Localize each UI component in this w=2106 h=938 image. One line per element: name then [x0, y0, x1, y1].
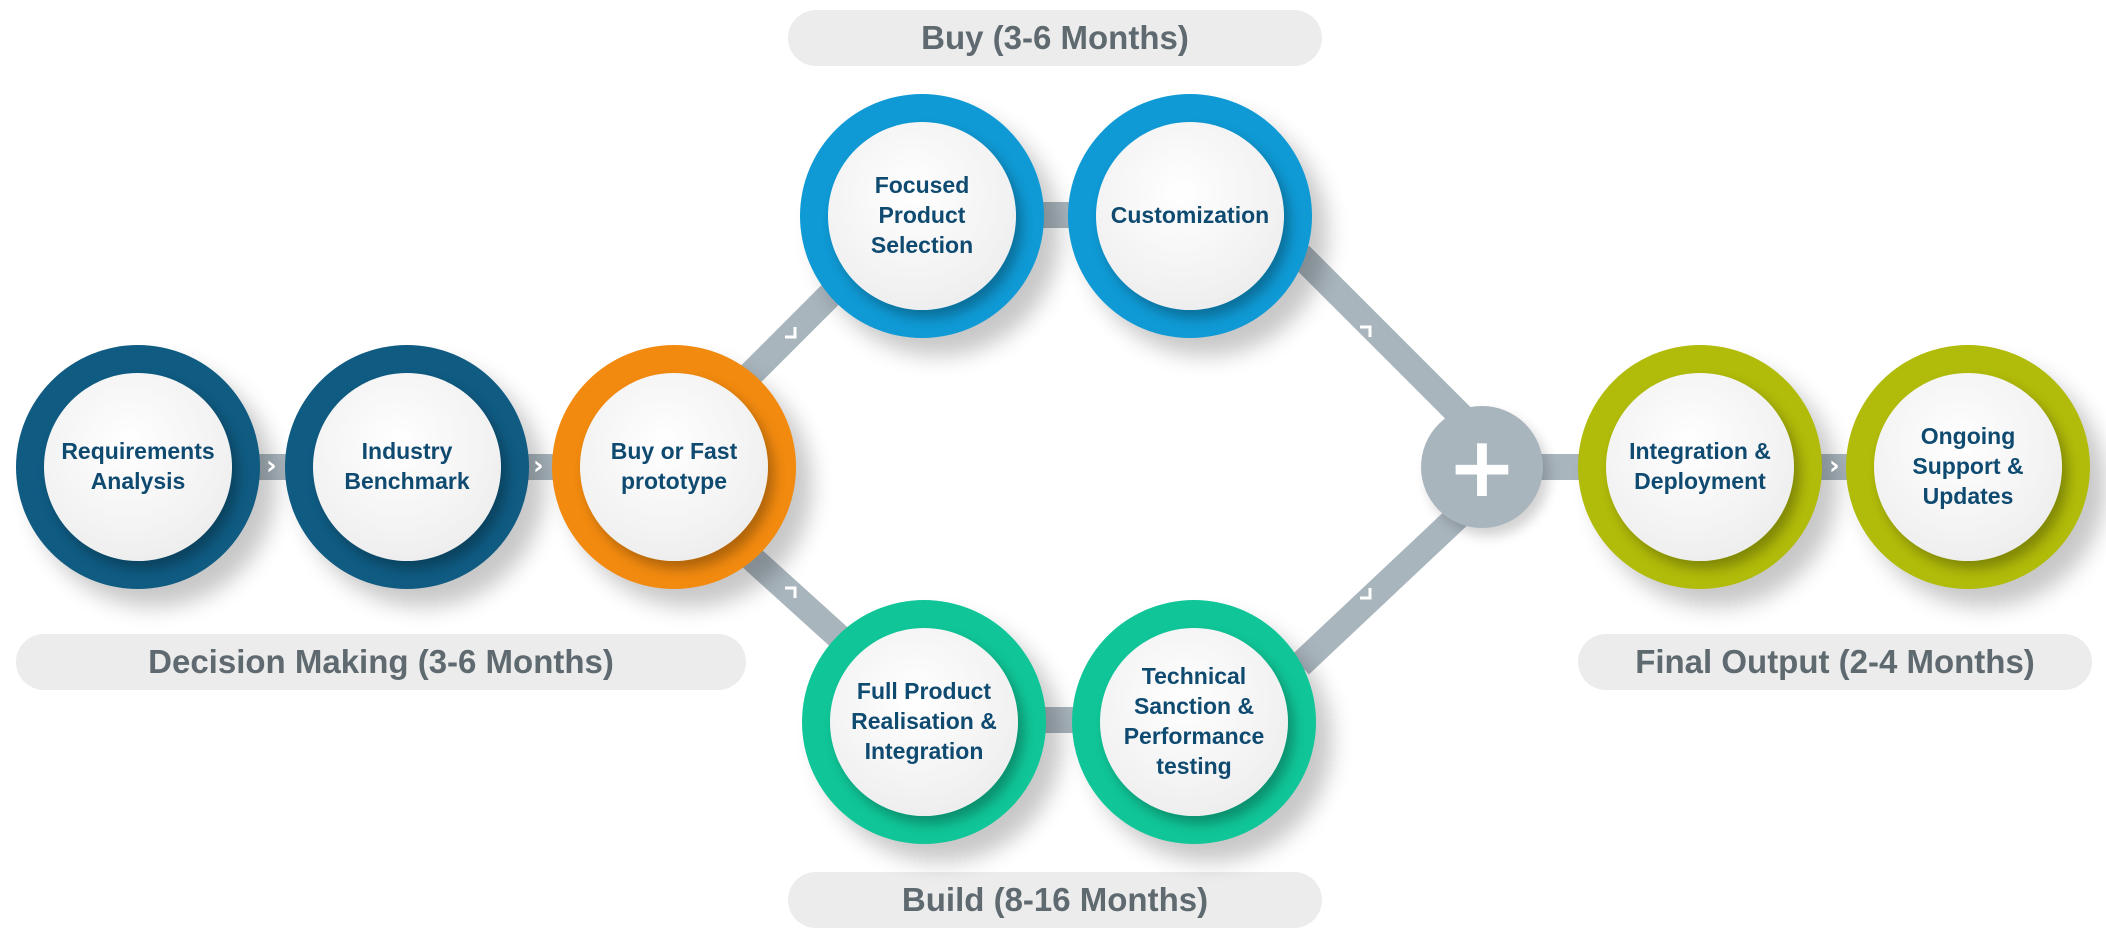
- connector-decision-build: [736, 542, 859, 657]
- connector-decision-buy: [735, 275, 850, 390]
- node-label: Technical Sanction & Performance testing: [1123, 663, 1265, 779]
- node-label: Industry Benchmark: [344, 438, 470, 494]
- chevron-right-icon: ›: [1829, 451, 1840, 481]
- chevron-right-icon: ›: [266, 451, 277, 481]
- node-requirements-analysis: Requirements Analysis: [16, 345, 260, 589]
- merge-node: +: [1421, 406, 1543, 528]
- chevron-right-icon: ›: [533, 451, 544, 481]
- connector-customization-merge: [1290, 245, 1480, 435]
- phase-label-decision: Decision Making (3-6 Months): [16, 634, 746, 690]
- corner-arrow-icon: [785, 586, 797, 598]
- node-label: Buy or Fast prototype: [610, 438, 738, 494]
- node-label: Full Product Realisation & Integration: [851, 678, 997, 764]
- node-label: Integration & Deployment: [1629, 438, 1771, 494]
- node-label: Customization: [1110, 202, 1270, 229]
- node-ongoing-support: Ongoing Support & Updates: [1846, 345, 2090, 589]
- node-technical-sanction: Technical Sanction & Performance testing: [1072, 600, 1316, 844]
- phase-label-final: Final Output (2-4 Months): [1578, 634, 2092, 690]
- node-label: Focused Product Selection: [870, 172, 974, 258]
- corner-arrow-icon: [785, 327, 797, 339]
- node-customization: Customization: [1068, 94, 1312, 338]
- node-integration-deployment: Integration & Deployment: [1578, 345, 1822, 589]
- node-industry-benchmark: Industry Benchmark: [285, 345, 529, 589]
- connector-sanction-merge: [1291, 495, 1479, 675]
- plus-icon: +: [1446, 418, 1518, 516]
- corner-arrow-icon: [1360, 325, 1372, 337]
- corner-arrow-icon: [1360, 588, 1372, 600]
- phase-label-build: Build (8-16 Months): [788, 872, 1322, 928]
- node-focused-product-selection: Focused Product Selection: [800, 94, 1044, 338]
- node-buy-or-fast-prototype: Buy or Fast prototype: [552, 345, 796, 589]
- phase-label-buy: Buy (3-6 Months): [788, 10, 1322, 66]
- node-label: Requirements Analysis: [61, 438, 215, 494]
- node-label: Ongoing Support & Updates: [1912, 423, 2024, 509]
- node-full-product-realisation: Full Product Realisation & Integration: [802, 600, 1046, 844]
